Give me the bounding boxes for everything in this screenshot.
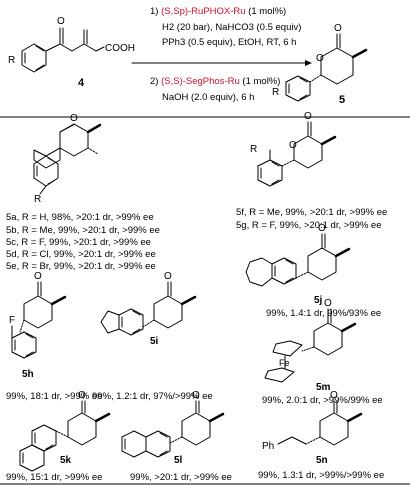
oxygen-5l-co: O [192,390,200,401]
result-5e: 5e, R = Br, 99%, >20:1 dr, >99% ee [6,261,156,272]
step1-line2: H2 (20 bar), NaHCO3 (0.5 equiv) [162,22,301,33]
meta-R: R [250,144,257,155]
label-5n: 5n [316,455,328,466]
results-5a-5e: 5a, R = H, 98%, >20:1 dr, >99% ee 5b, R … [6,212,160,272]
label-5i: 5i [150,336,159,347]
label-5m: 5m [316,382,331,393]
structure-5n: O Ph 5n 99%, 1.3:1 dr, >99%/>99% ee [258,390,384,481]
label-5j: 5j [314,295,323,306]
cp-ring-top [272,340,303,357]
label-5l: 5l [174,455,183,466]
structure-5l: O 5l 99%, >20:1 dr, >99% ee [121,390,232,483]
result-5m: 99%, 2.0:1 dr, >99%/99% ee [262,395,383,406]
fluorine-5h: F [9,315,15,326]
iron-label: Fe [279,358,290,368]
structure-5i: O 5i 99%, 1.2:1 dr, 97%/>99% ee [92,271,213,402]
product-ring-O: O [316,53,324,64]
start-R: R [8,55,15,66]
oxygen-5f-co: O [304,111,312,122]
carboxylic-acid: COOH [105,43,135,54]
structure-5k: O 5k 99%, 15:1 dr, >99% ee [6,390,111,483]
result-5n: 99%, 1.3:1 dr, >99%/>99% ee [258,470,384,481]
result-5d: 5d, R = Cl, 99%, >20:1 dr, >99% ee [6,249,156,260]
oxygen-5n-co: O [330,390,338,401]
lactone-5a [45,147,61,157]
result-5j: 99%, 1.4:1 dr, 99%/93% ee [266,308,381,319]
result-5c: 5c, R = F, 99%, >20:1 dr, >99% ee [6,237,151,248]
oxygen-5i-co: O [164,271,172,282]
result-5k: 99%, 15:1 dr, >99% ee [6,472,102,483]
result-5g: 5g, R = F, 99%, >20:1 dr, >99% ee [236,220,382,231]
results-5f-5g: 5f, R = Me, 99%, >20:1 dr, >99% ee 5g, R… [236,207,387,231]
aryl-ring [285,75,311,102]
benzene-ring [21,43,47,73]
compound-5-label: 5 [339,94,345,106]
result-5b: 5b, R = Me, 99%, >20:1 dr, >99% ee [6,225,160,236]
starting-material-4: O R COOH 4 [8,16,135,89]
para-R: R [34,194,41,205]
product-carbonyl-O: O [334,23,342,34]
result-5i: 99%, 1.2:1 dr, 97%/>99% ee [92,391,213,402]
structure-5f-5g: O O R [250,111,337,187]
result-5l: 99%, >20:1 dr, >99% ee [130,472,232,483]
result-5h: 99%, 18:1 dr, >99% ee [6,391,102,402]
structure-5h: O F 5h 99%, 18:1 dr, >99% ee [6,271,102,402]
result-5a: 5a, R = H, 98%, >20:1 dr, >99% ee [6,212,154,223]
step1-line1: 1) (S,Sp)-RuPHOX-Ru (1 mol%) [150,6,286,17]
structure-5m: O Fe 5m 99%, 2.0:1 dr, >99%/99% ee [262,298,383,406]
step1-line3: PPh3 (0.5 equiv), EtOH, RT, 6 h [162,37,296,48]
product-5: O O R 5 [272,23,368,106]
cp-ring-bottom [264,367,295,383]
oxygen-5k-co: O [78,390,86,401]
product-R: R [272,87,279,98]
oxygen-5h-co: O [34,271,42,282]
label-5k: 5k [60,455,72,466]
step2-line1: 2) (S,S)-SegPhos-Ru (1 mol%) [150,76,280,87]
oxygen-5m-co: O [324,298,332,309]
oxygen-5a-co: O [70,113,78,124]
structure-5j: O 5j 99%, 1.4:1 dr, 99%/93% ee [245,223,381,319]
ketone-oxygen: O [57,16,65,27]
label-5h: 5h [22,369,34,380]
oxygen-5f-ring: O [289,140,297,151]
step2-line2: NaOH (2.0 equiv), 6 h [162,92,254,103]
lactone-ring [320,47,354,85]
phenyl-label: Ph [262,441,274,452]
oxygen-5j-co: O [318,223,326,234]
structure-5a-5e [33,123,102,195]
conditions: 1) (S,Sp)-RuPHOX-Ru (1 mol%) H2 (20 bar)… [150,6,301,103]
result-5f: 5f, R = Me, 99%, >20:1 dr, >99% ee [236,207,387,218]
compound-4-label: 4 [78,77,85,89]
